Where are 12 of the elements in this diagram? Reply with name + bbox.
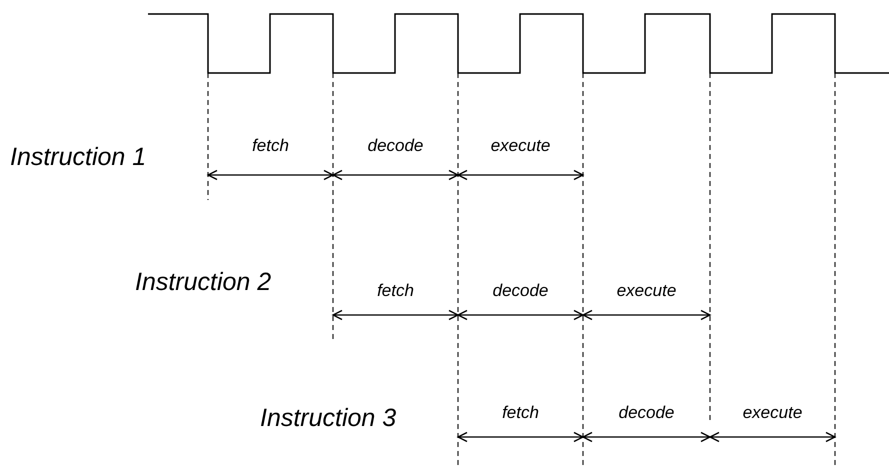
instruction-label: Instruction 3 (260, 406, 396, 431)
phase-label: execute (616, 282, 676, 299)
instruction-label: Instruction 2 (135, 270, 272, 295)
phase-label: execute (742, 404, 802, 421)
phase-label: fetch (252, 137, 289, 154)
phase-label: fetch (377, 282, 414, 299)
instruction-label: Instruction 1 (10, 145, 146, 170)
phase-label: decode (368, 137, 424, 154)
phase-label: execute (490, 137, 550, 154)
phase-label: fetch (502, 404, 539, 421)
phase-label: decode (492, 282, 548, 299)
phase-label: decode (618, 404, 674, 421)
